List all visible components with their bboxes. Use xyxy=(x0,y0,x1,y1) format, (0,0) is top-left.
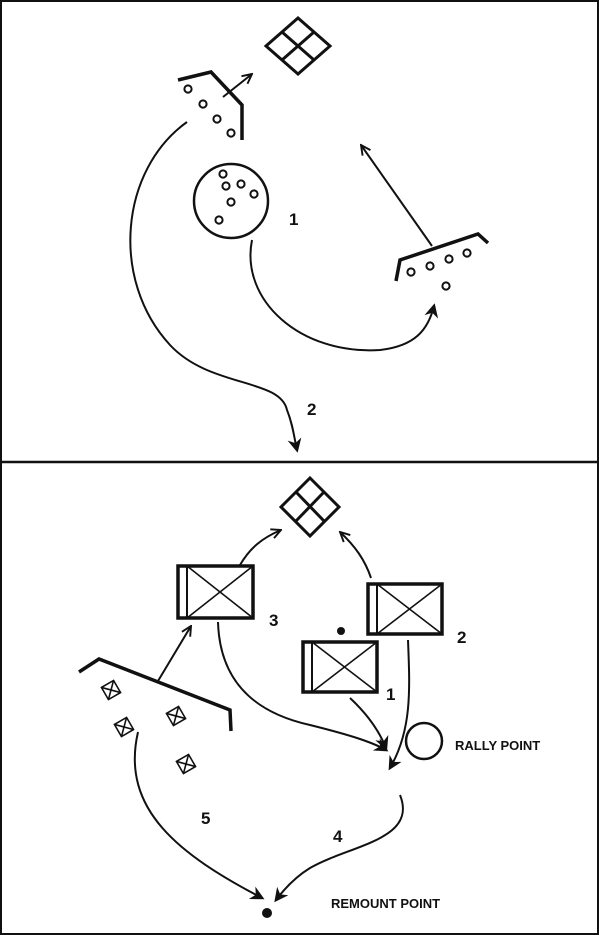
bottom-step-4-label: 4 xyxy=(333,827,343,846)
route-1-top xyxy=(249,239,439,352)
route-5 xyxy=(133,731,265,900)
top-step-2-label: 2 xyxy=(307,400,316,419)
vehicle-3-to-rally-route xyxy=(217,621,389,752)
top-step-1-label: 1 xyxy=(289,210,298,229)
circled-element xyxy=(192,162,270,240)
remount-point-marker xyxy=(262,908,272,918)
bottom-step-5-label: 5 xyxy=(201,809,210,828)
vehicle-1-to-rally-route xyxy=(349,697,389,751)
route-2-top xyxy=(129,121,302,453)
bottom-step-1-label: 1 xyxy=(386,685,395,704)
rally-point-marker xyxy=(404,721,444,761)
bottom-panel: 3 2 1 5 4 RALLY POINT REMOUNT POINT xyxy=(78,475,540,918)
dismount-squad-left xyxy=(177,70,244,140)
vehicle-2 xyxy=(366,582,444,636)
soldier-icon xyxy=(165,705,187,727)
vehicle-2-to-objective xyxy=(340,532,372,579)
top-panel: 1 2 xyxy=(129,16,490,453)
remount-point-label: REMOUNT POINT xyxy=(331,896,440,911)
vehicle-3-to-objective xyxy=(239,530,281,566)
soldier-icon xyxy=(100,679,122,701)
vehicle-3 xyxy=(176,564,255,620)
dismount-squad-bottom xyxy=(78,657,233,732)
dismount-advance-arrow xyxy=(157,626,191,682)
advance-arrow-left xyxy=(222,74,252,98)
vehicle-1 xyxy=(301,627,379,694)
rally-point-label: RALLY POINT xyxy=(455,738,540,753)
route-4 xyxy=(274,794,404,903)
bottom-step-3-label: 3 xyxy=(269,611,278,630)
soldier-icon xyxy=(113,716,135,738)
objective-symbol xyxy=(263,16,333,76)
vehicle-2-to-rally-route xyxy=(388,639,411,771)
objective-symbol-bottom xyxy=(278,475,342,539)
dismount-squad-right xyxy=(394,232,490,291)
soldier-icon xyxy=(175,753,197,775)
advance-arrow-right xyxy=(361,145,433,247)
bottom-step-2-label: 2 xyxy=(457,628,466,647)
